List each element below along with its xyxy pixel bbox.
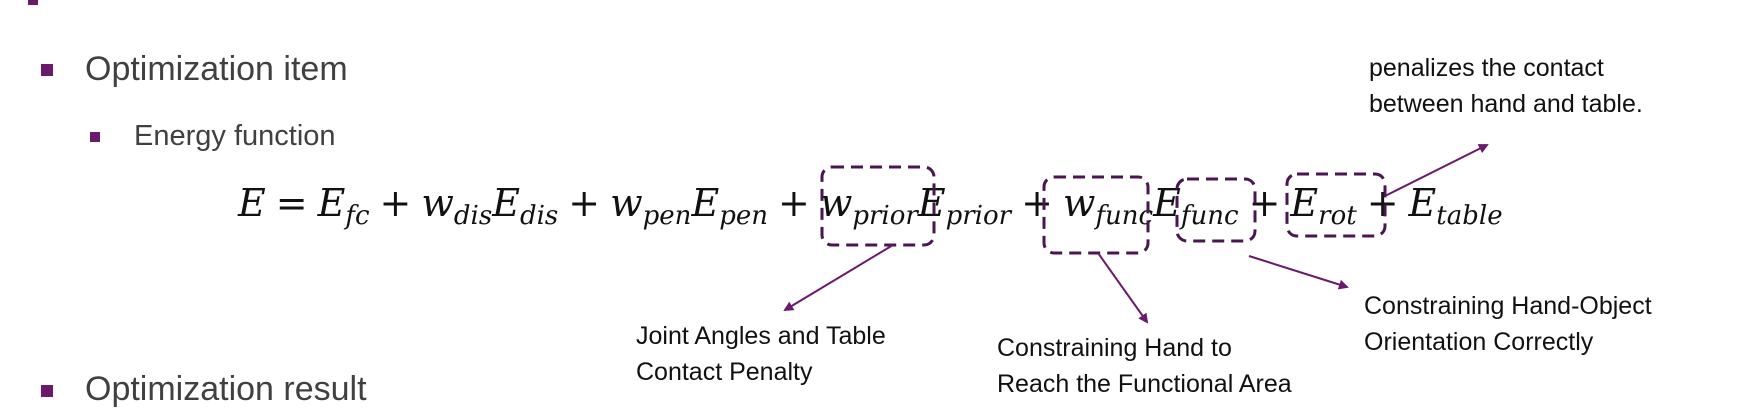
eq-equals: =: [275, 181, 308, 225]
eq-weight-prior: wprior: [819, 181, 918, 231]
annotation-line: between hand and table.: [1369, 90, 1643, 118]
eq-weight-dis: wdis: [421, 181, 493, 231]
annotation-line: Reach the Functional Area: [997, 370, 1292, 398]
annotation-line: Constraining Hand to: [997, 334, 1232, 362]
bullet-optimization-result: Optimization result: [85, 370, 367, 408]
sub-bullet-energy-function: Energy function: [134, 120, 336, 152]
annotation-line: Orientation Correctly: [1364, 328, 1594, 356]
prior-arrow: [783, 244, 894, 312]
eq-term-table: Etable: [1408, 181, 1503, 231]
sub-bullet-square-icon: [90, 132, 100, 142]
func-dashed-box: [1042, 175, 1150, 255]
eq-term-prior: Eprior: [917, 181, 1012, 231]
energy-equation: E=Efc+wdisEdis+wpenEpen+wpriorEprior+wfu…: [238, 178, 1503, 241]
eq-plus: +: [777, 181, 810, 225]
table-arrow: [1384, 144, 1489, 197]
annotation-line: penalizes the contact: [1369, 54, 1604, 82]
eq-weight-func: wfunc: [1062, 181, 1154, 231]
eq-plus: +: [568, 181, 601, 225]
eq-plus: +: [379, 181, 412, 225]
bullet-square-icon: [41, 385, 53, 397]
func-arrow: [1097, 252, 1149, 324]
annotation-line: Contact Penalty: [636, 358, 813, 386]
top-accent-mark: [28, 0, 38, 5]
eq-term-dis: Edis: [492, 181, 559, 231]
annotation-prior: Joint Angles and Table Contact Penalty: [636, 318, 886, 390]
eq-plus: +: [1366, 181, 1399, 225]
eq-weight-pen: wpen: [610, 181, 692, 231]
prior-dashed-box: [820, 165, 936, 247]
annotation-line: Joint Angles and Table: [636, 322, 886, 350]
bullet-optimization-item: Optimization item: [85, 50, 348, 88]
annotation-func: Constraining Hand to Reach the Functiona…: [997, 330, 1292, 402]
table-dashed-box: [1285, 172, 1387, 238]
bullet-square-icon: [41, 64, 53, 76]
eq-term-pen: Epen: [691, 181, 768, 231]
eq-term-fc: Efc: [317, 181, 370, 231]
rot-dashed-box: [1175, 177, 1257, 243]
eq-lhs: E: [238, 181, 266, 225]
annotation-table: penalizes the contact between hand and t…: [1369, 50, 1643, 122]
eq-plus: +: [1021, 181, 1053, 225]
rot-arrow: [1248, 255, 1349, 290]
eq-term-rot: Erot: [1290, 181, 1357, 231]
annotation-rot: Constraining Hand-Object Orientation Cor…: [1364, 288, 1652, 360]
annotation-line: Constraining Hand-Object: [1364, 292, 1652, 320]
